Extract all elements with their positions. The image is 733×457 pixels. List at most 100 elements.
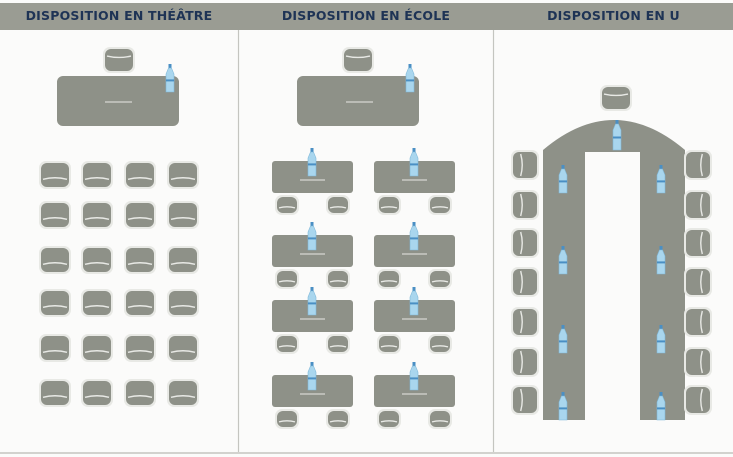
chair-seat	[169, 291, 197, 315]
chair-seat	[328, 336, 348, 352]
bottle-label	[657, 180, 665, 183]
chair-icon	[81, 379, 113, 407]
chair-backrest	[380, 345, 398, 348]
chair-icon	[428, 269, 452, 289]
chair-backrest	[520, 350, 523, 374]
chair-icon	[600, 85, 632, 111]
bottle-cap	[310, 148, 314, 152]
chair-seat	[169, 248, 197, 272]
water-bottle-icon	[656, 246, 666, 275]
bottle-cap	[561, 165, 565, 169]
chair-icon	[167, 289, 199, 317]
chair-backrest	[700, 270, 703, 294]
desk-table	[374, 300, 455, 332]
chair-icon	[39, 246, 71, 274]
chair-backrest	[106, 55, 132, 59]
chair-icon	[511, 150, 539, 180]
chair-backrest	[42, 395, 68, 398]
chair-seat	[169, 163, 197, 187]
u-shaped-table	[543, 120, 685, 420]
chair-icon	[511, 190, 539, 220]
bottle-cap	[408, 64, 412, 68]
chair-backrest	[84, 305, 110, 308]
chair-seat	[126, 163, 154, 187]
chair-icon	[39, 334, 71, 362]
bottle-label	[166, 79, 174, 82]
chair-backrest	[700, 153, 703, 177]
chair-backrest	[42, 350, 68, 353]
water-bottle-icon	[409, 222, 419, 251]
bottle-cap	[659, 165, 663, 169]
water-bottle-icon	[558, 392, 568, 421]
chair-backrest	[431, 206, 449, 209]
chair-icon	[342, 47, 374, 73]
desk-table	[374, 161, 455, 193]
chair-backrest	[170, 305, 196, 308]
chair-icon	[167, 201, 199, 229]
chair-backrest	[700, 388, 703, 412]
bottle-cap	[561, 392, 565, 396]
bottle-cap	[659, 246, 663, 250]
chair-seat	[41, 163, 69, 187]
chair-seat	[686, 309, 710, 335]
chair-backrest	[170, 395, 196, 398]
chair-icon	[326, 334, 350, 354]
chair-seat	[430, 411, 450, 427]
chair-icon	[684, 385, 712, 415]
chair-seat	[379, 336, 399, 352]
bottle-label	[559, 261, 567, 264]
chair-seat	[686, 230, 710, 256]
bottle-cap	[412, 222, 416, 226]
chair-seat	[126, 291, 154, 315]
chair-backrest	[520, 270, 523, 294]
chair-icon	[124, 334, 156, 362]
water-bottle-icon	[558, 325, 568, 354]
chair-seat	[277, 411, 297, 427]
chair-seat	[83, 203, 111, 227]
bottle-label	[559, 180, 567, 183]
chair-backrest	[329, 206, 347, 209]
chair-icon	[684, 228, 712, 258]
chair-icon	[167, 379, 199, 407]
chair-backrest	[42, 177, 68, 180]
chair-seat	[513, 387, 537, 413]
chair-backrest	[603, 93, 629, 97]
bottle-label	[308, 237, 316, 240]
chair-seat	[328, 411, 348, 427]
chair-icon	[428, 334, 452, 354]
bottle-label	[410, 302, 418, 305]
bottle-cap	[310, 287, 314, 291]
chair-backrest	[380, 206, 398, 209]
chair-seat	[41, 336, 69, 360]
chair-backrest	[278, 206, 296, 209]
chair-backrest	[84, 177, 110, 180]
bottle-cap	[412, 148, 416, 152]
water-bottle-icon	[409, 362, 419, 391]
chair-icon	[275, 409, 299, 429]
chair-seat	[513, 309, 537, 335]
chair-seat	[379, 271, 399, 287]
bottle-cap	[561, 325, 565, 329]
chair-backrest	[127, 305, 153, 308]
chair-seat	[430, 197, 450, 213]
chair-backrest	[278, 280, 296, 283]
water-bottle-icon	[307, 222, 317, 251]
water-bottle-icon	[656, 325, 666, 354]
water-bottle-icon	[405, 64, 415, 93]
chair-icon	[81, 334, 113, 362]
bottle-cap	[412, 287, 416, 291]
chair-backrest	[278, 420, 296, 423]
chair-seat	[169, 336, 197, 360]
chair-backrest	[84, 217, 110, 220]
chair-backrest	[700, 310, 703, 334]
chair-icon	[39, 289, 71, 317]
chair-icon	[81, 201, 113, 229]
chair-backrest	[700, 231, 703, 255]
bottle-cap	[659, 325, 663, 329]
bottle-label	[657, 407, 665, 410]
chair-seat	[41, 203, 69, 227]
bottle-label	[308, 377, 316, 380]
chair-seat	[686, 349, 710, 375]
